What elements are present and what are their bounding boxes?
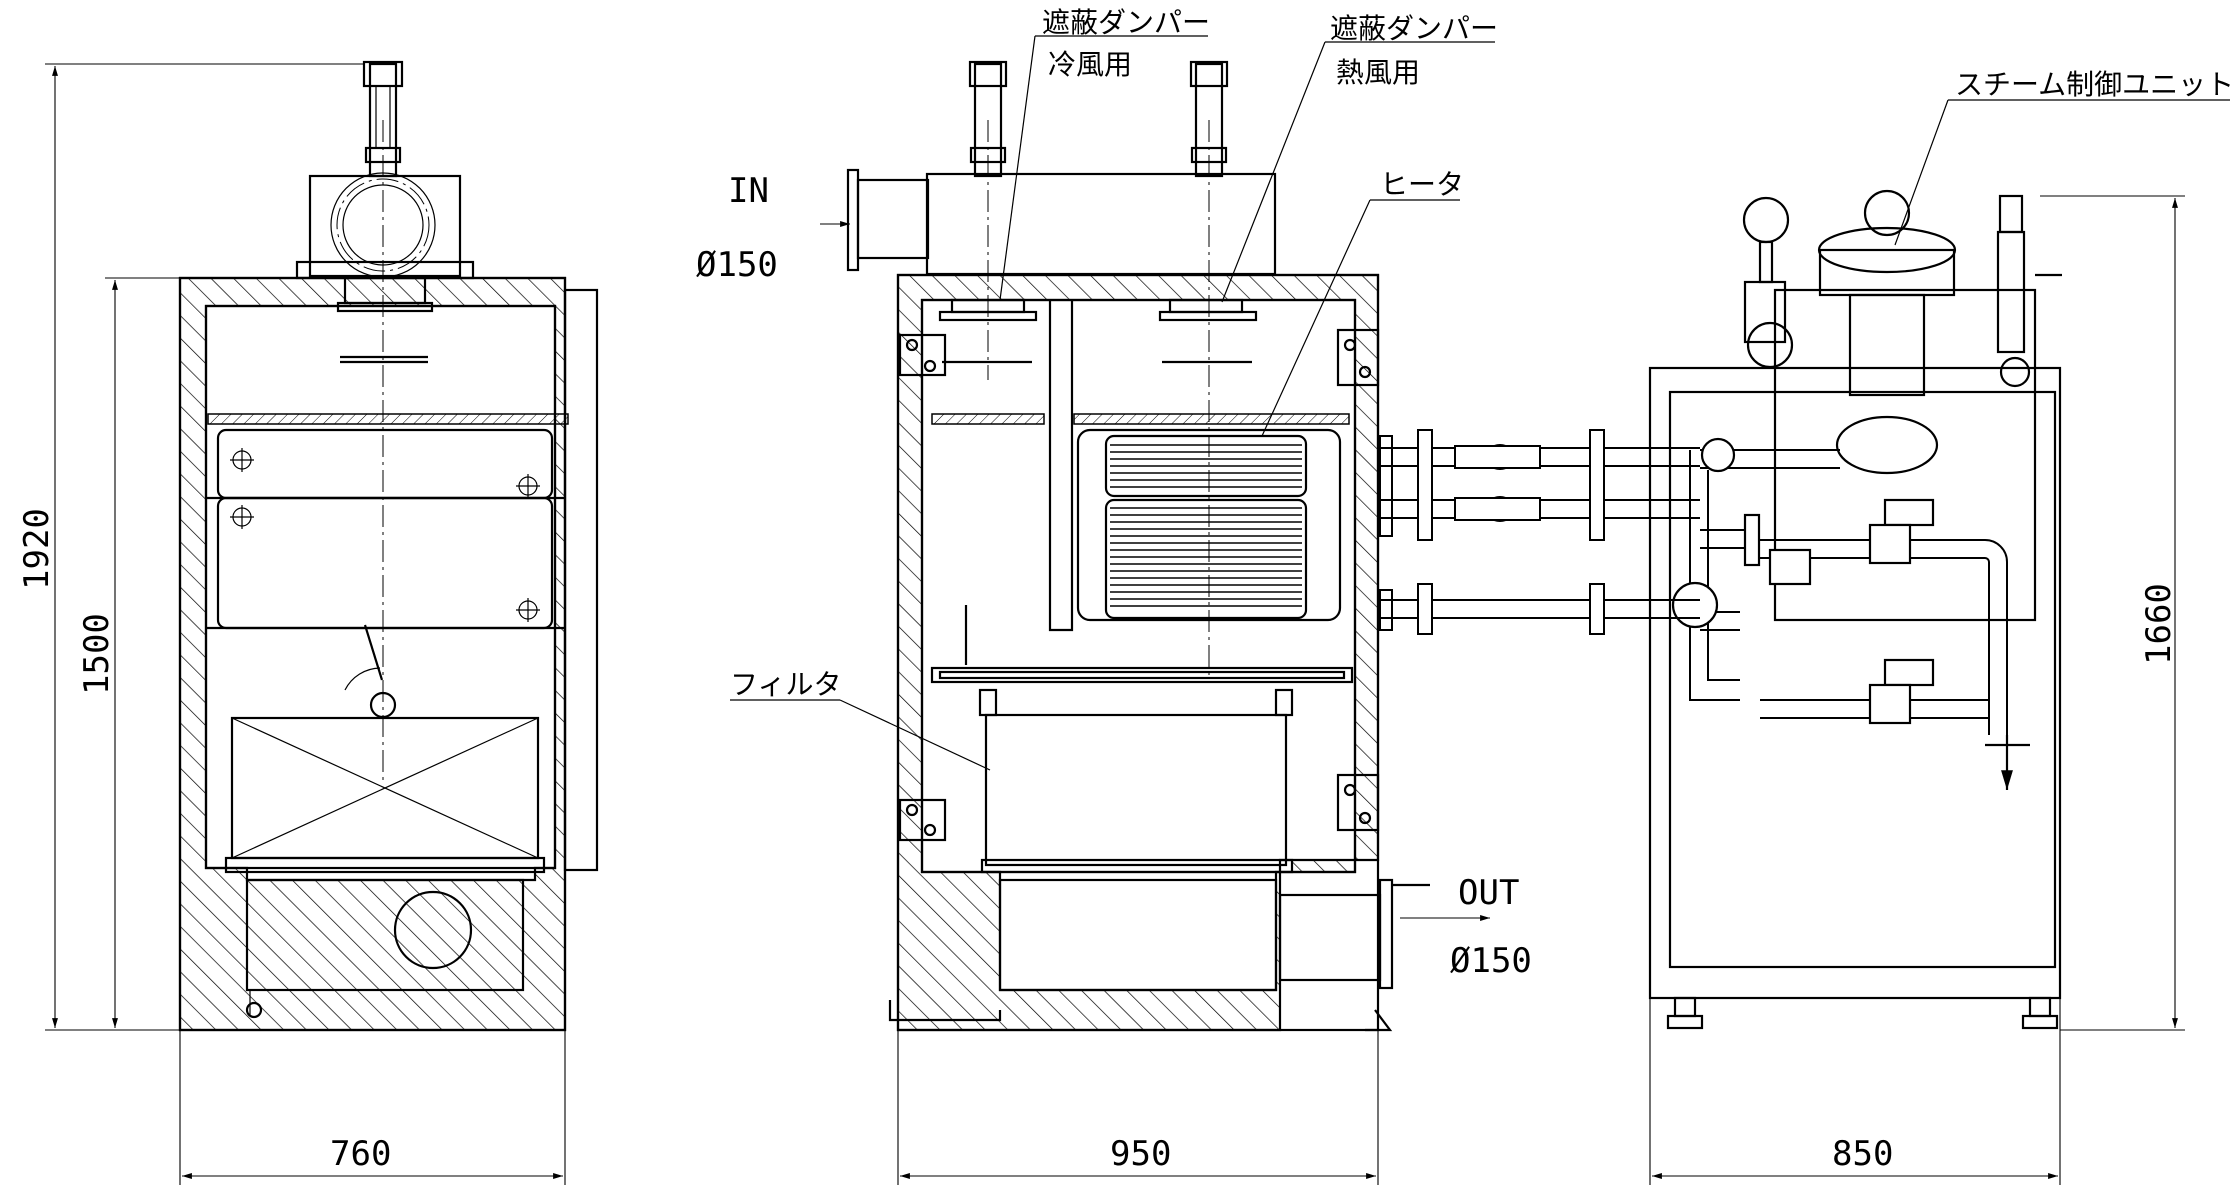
side-view — [820, 60, 1430, 1032]
heater-fins — [1110, 444, 1302, 607]
heater-coil-frame — [1076, 428, 1342, 622]
outlet-duct — [1278, 893, 1382, 982]
front-side-door — [563, 288, 599, 872]
dim-unit-width: 850 — [1832, 1134, 1893, 1174]
front-heater-panel-upper — [216, 428, 554, 500]
front-outlet-port — [393, 890, 473, 970]
steam-unit-label: スチーム制御ユニット — [1955, 68, 2234, 101]
leader-lines — [730, 35, 2230, 771]
dim-unit-height: 1660 — [2139, 583, 2179, 665]
unit-dimensions — [1649, 195, 2185, 1185]
damper-cold-title: 遮蔽ダンパー — [1042, 6, 1210, 39]
side-damper-housing — [925, 172, 1277, 276]
steam-valve-gauge — [1863, 189, 1911, 237]
dim-total-height: 1920 — [17, 508, 57, 590]
front-view — [178, 60, 599, 1032]
inlet-diameter: Ø150 — [696, 245, 778, 285]
damper-hot-title: 遮蔽ダンパー — [1330, 12, 1498, 45]
front-insulation-wall — [178, 276, 567, 1032]
side-filter-box — [984, 713, 1288, 867]
side-outlet-chamber — [998, 878, 1278, 992]
dim-side-width: 950 — [1110, 1134, 1171, 1174]
front-filter-band — [207, 413, 569, 425]
heater-label: ヒータ — [1380, 168, 1464, 201]
inlet-duct — [856, 178, 930, 260]
damper-hot-sub: 熱風用 — [1336, 56, 1420, 89]
connecting-pipes — [1379, 429, 1700, 635]
side-insulation-wall — [896, 273, 1380, 1032]
steam-unit-frame — [1648, 366, 2062, 1000]
front-outlet-box — [245, 878, 525, 992]
steam-unit-view — [1648, 189, 2062, 1030]
damper-cold-sub: 冷風用 — [1048, 48, 1132, 81]
inlet-label: IN — [728, 171, 769, 211]
filter-label: フィルタ — [730, 668, 841, 701]
front-dimensions — [45, 63, 566, 1185]
pressure-gauge — [1742, 196, 1790, 244]
front-actuator-cylinder — [368, 62, 398, 178]
dim-body-height: 1500 — [77, 613, 117, 695]
outlet-diameter: Ø150 — [1450, 941, 1532, 981]
outlet-label: OUT — [1458, 873, 1519, 913]
front-heater-panel-lower — [216, 496, 554, 630]
dim-front-width: 760 — [330, 1134, 391, 1174]
side-dimensions — [897, 990, 1379, 1185]
